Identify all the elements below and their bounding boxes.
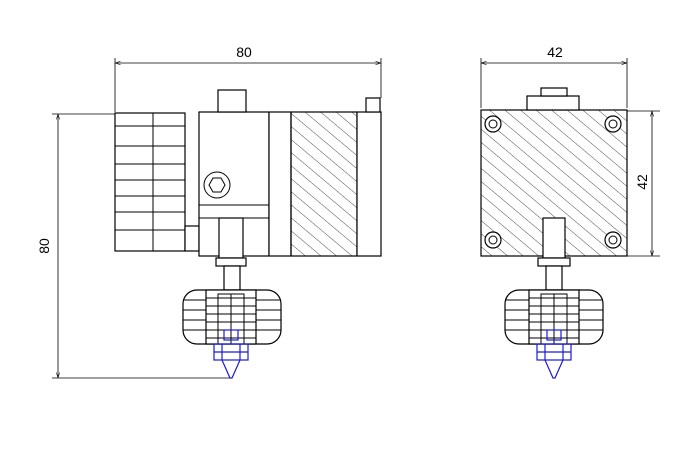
front-view: 42 42 xyxy=(480,44,660,379)
front-nozzle-tip xyxy=(536,329,572,379)
mounting-screw-icon xyxy=(484,115,622,249)
width-label-side: 80 xyxy=(236,44,252,60)
side-nozzle-assembly xyxy=(182,217,282,379)
side-view: 80 80 xyxy=(36,44,382,379)
width-dimension-side: 80 xyxy=(114,44,382,112)
width-label-front: 42 xyxy=(547,44,563,60)
height-dimension-side: 80 xyxy=(36,113,232,379)
height-label-side: 80 xyxy=(36,238,52,254)
side-nozzle-tip xyxy=(213,329,249,379)
height-dimension-front: 42 xyxy=(627,110,660,257)
side-motor xyxy=(268,97,382,257)
width-dimension-front: 42 xyxy=(480,44,628,108)
hex-bolt-icon xyxy=(203,171,231,199)
side-fan-block xyxy=(114,112,200,252)
height-label-front: 42 xyxy=(634,174,650,190)
front-nozzle-assembly xyxy=(504,217,604,379)
